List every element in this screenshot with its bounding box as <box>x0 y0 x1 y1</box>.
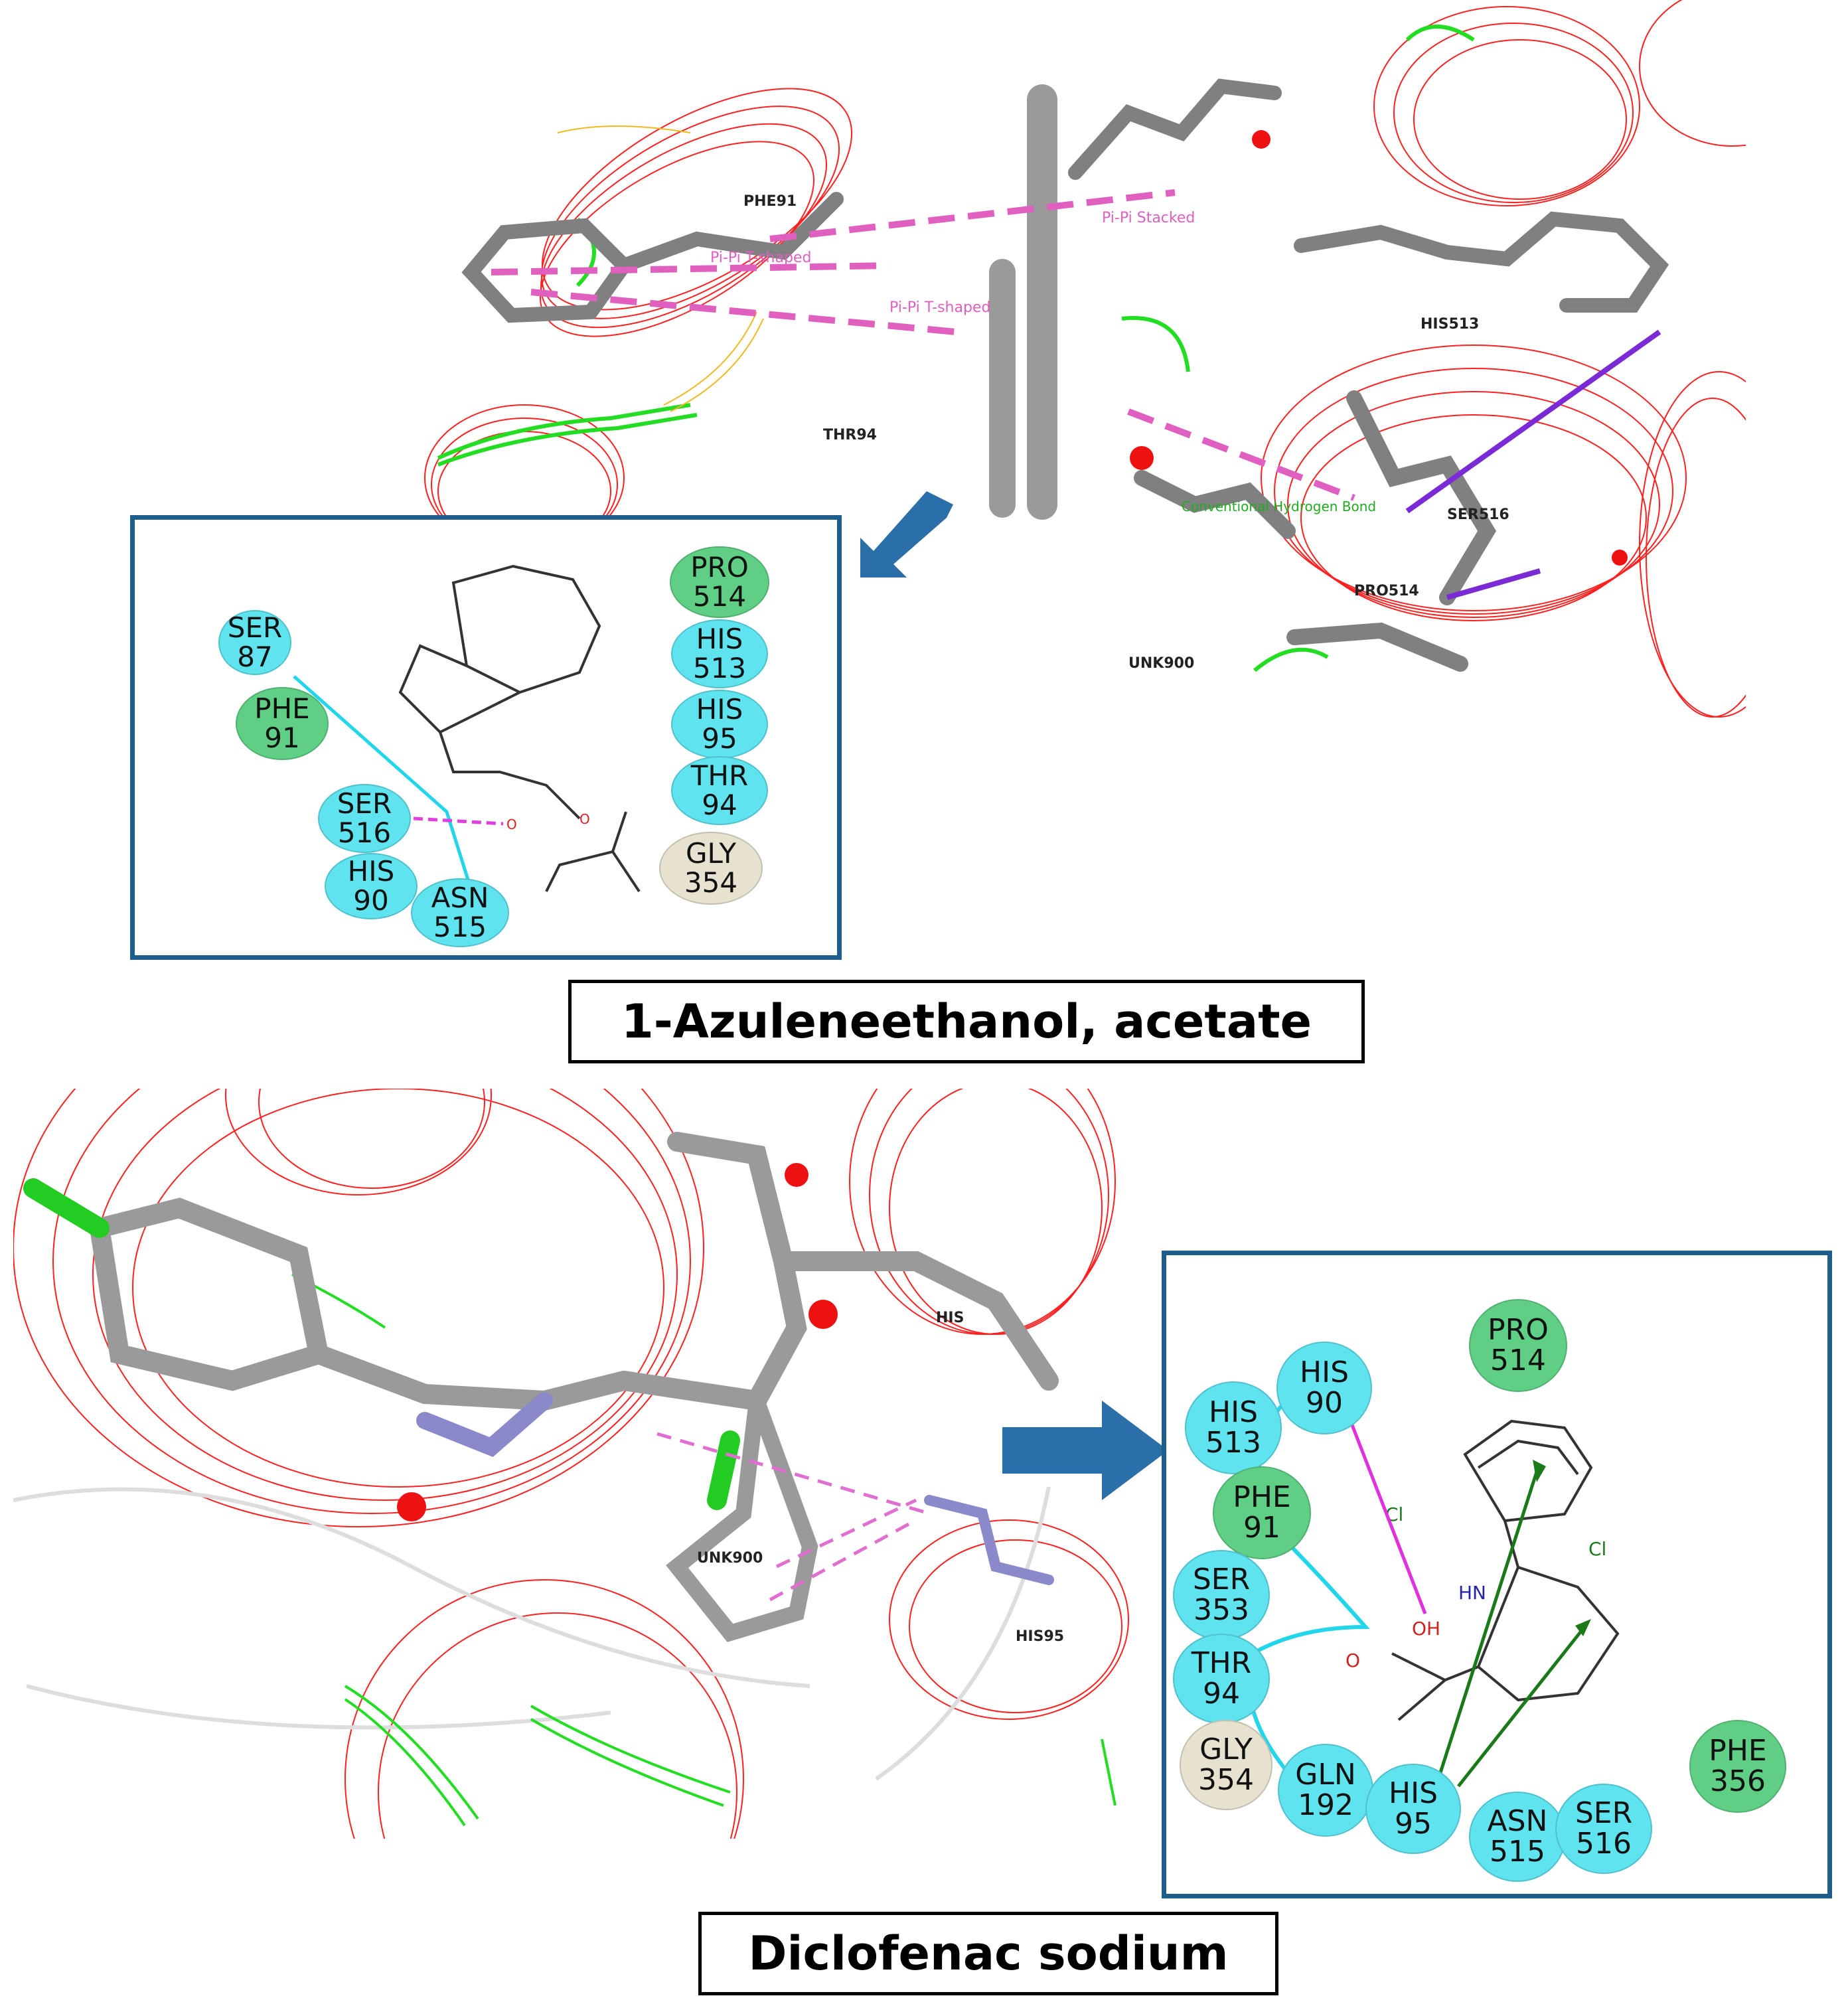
top-purple-lines <box>1405 329 1661 600</box>
label-his513: HIS513 <box>1421 316 1479 333</box>
bottom-pi-interactions <box>656 1432 930 1602</box>
label-phe91: PHE91 <box>743 193 797 210</box>
top-oxygen-atoms <box>1130 130 1628 566</box>
top-3d-residue-labels: PHE91 Pi-Pi Stacked Pi-Pi T-shaped Pi-Pi… <box>710 193 1509 672</box>
top-inset-molecule: O O <box>293 564 641 919</box>
label-unk900: UNK900 <box>1128 655 1194 672</box>
atom-cl-2: Cl <box>1588 1538 1606 1560</box>
atom-oh: OH <box>1412 1618 1440 1640</box>
diclofenac-skeleton <box>1391 1419 1620 1721</box>
atom-label-o-carbonyl: O <box>506 816 517 832</box>
bottom-inset-pi-green-1 <box>1430 1467 1540 1800</box>
top-ligand-sticks <box>461 78 1669 672</box>
top-pi-interactions <box>491 189 1355 501</box>
atom-label-o-ester: O <box>579 811 590 827</box>
bottom-inset-molecule: Cl Cl HN OH O <box>1247 1395 1620 1802</box>
bottom-panel-title: Diclofenac sodium <box>698 1912 1278 1995</box>
label-pro514: PRO514 <box>1354 583 1419 599</box>
bottom-pointer-arrow <box>1002 1401 1168 1500</box>
bottom-red-ribbons <box>13 1089 1129 1839</box>
azulene-skeleton <box>398 564 641 893</box>
bottom-green-ribbons <box>291 1273 1116 1827</box>
top-panel-title: 1-Azuleneethanol, acetate <box>568 980 1365 1063</box>
label-pipi-stacked: Pi-Pi Stacked <box>1102 210 1195 226</box>
label-ser516: SER516 <box>1447 506 1509 523</box>
bottom-3d-render: HIS UNK900 HIS95 <box>13 1089 1129 1839</box>
label-pipi-tshaped-1: Pi-Pi T-shaped <box>710 250 811 266</box>
bottom-3d-residue-labels: HIS UNK900 HIS95 <box>697 1310 1064 1645</box>
top-pointer-arrow <box>860 491 953 578</box>
atom-o: O <box>1346 1650 1360 1671</box>
bottom-inset-hbond-magenta <box>1344 1407 1427 1614</box>
label-thr94: THR94 <box>823 427 877 443</box>
label-his95: HIS95 <box>1016 1628 1064 1645</box>
label-unk900: UNK900 <box>697 1550 763 1567</box>
bottom-ligand-sticks <box>88 1132 1059 1642</box>
label-his: HIS <box>936 1310 964 1326</box>
bottom-oxygens <box>397 1163 838 1521</box>
top-red-helix-ribbons <box>424 0 1746 718</box>
top-yellow-lines <box>557 125 764 412</box>
bottom-green-chlorine <box>23 1178 740 1510</box>
bottom-inset-pi-green-2 <box>1457 1626 1586 1788</box>
bottom-grey-ribbons <box>13 1486 1051 1781</box>
label-pipi-tshaped-2: Pi-Pi T-shaped <box>889 299 990 316</box>
top-3d-render: PHE91 Pi-Pi Stacked Pi-Pi T-shaped Pi-Pi… <box>424 0 1746 718</box>
top-inset-hbond <box>413 816 504 826</box>
atom-hn: HN <box>1458 1582 1486 1604</box>
label-hbond: Conventional Hydrogen Bond <box>1182 499 1376 514</box>
